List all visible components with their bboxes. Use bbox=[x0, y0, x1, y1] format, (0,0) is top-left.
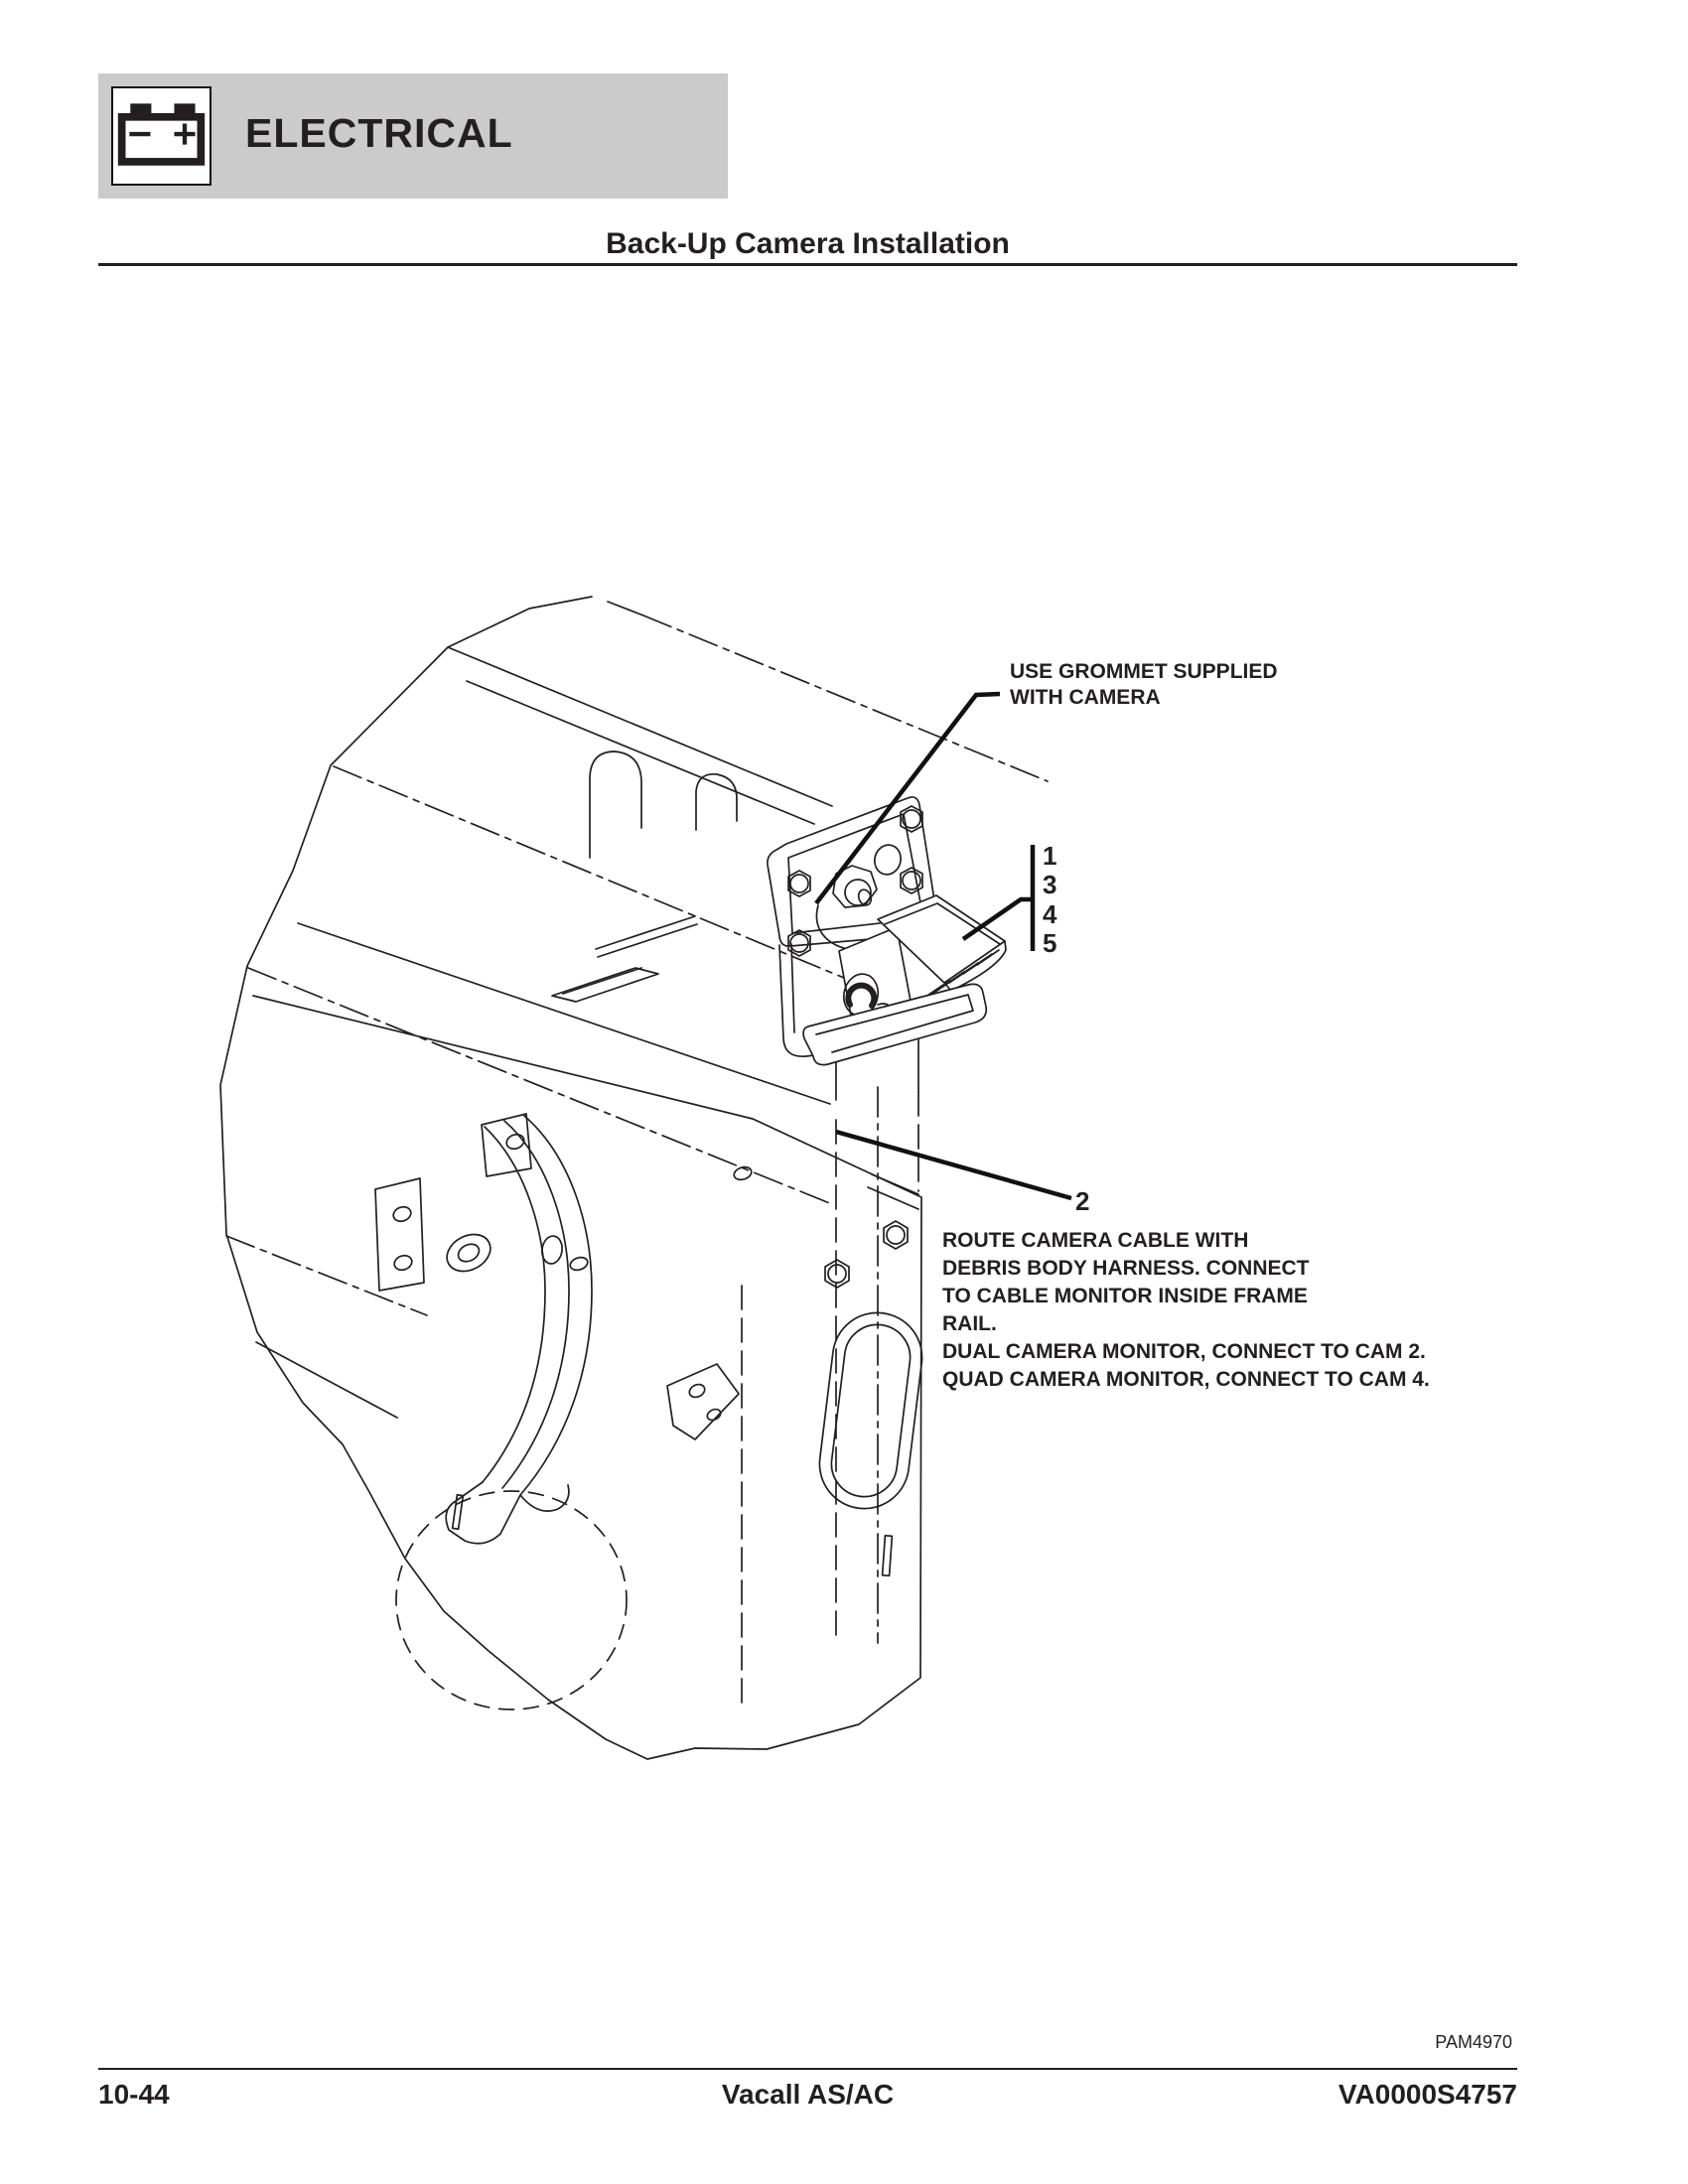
battery-icon bbox=[111, 86, 211, 186]
item-number-1: 1 bbox=[1043, 841, 1057, 871]
section-title: ELECTRICAL bbox=[245, 110, 513, 156]
route-note: ROUTE CAMERA CABLE WITH DEBRIS BODY HARN… bbox=[942, 1227, 1430, 1394]
grommet-note: USE GROMMET SUPPLIED WITH CAMERA bbox=[1010, 659, 1278, 711]
footer-model: Vacall AS/AC bbox=[721, 2079, 895, 2110]
title-rule bbox=[98, 263, 1517, 266]
route-note-line4: RAIL. bbox=[942, 1312, 997, 1335]
footer-doc-number: VA0000S4757 bbox=[1337, 2079, 1517, 2110]
page-title: Back-Up Camera Installation bbox=[606, 227, 1010, 260]
grommet-note-line2: WITH CAMERA bbox=[1010, 686, 1161, 709]
route-note-line2: DEBRIS BODY HARNESS. CONNECT bbox=[942, 1257, 1310, 1280]
route-note-line3: TO CABLE MONITOR INSIDE FRAME bbox=[942, 1285, 1308, 1307]
figure-code: PAM4970 bbox=[1435, 2032, 1512, 2052]
item-number-2: 2 bbox=[1075, 1186, 1090, 1216]
footer-rule bbox=[98, 2068, 1517, 2070]
route-note-line6: QUAD CAMERA MONITOR, CONNECT TO CAM 4. bbox=[942, 1368, 1430, 1391]
footer-page-number: 10-44 bbox=[98, 2079, 170, 2110]
item-number-5: 5 bbox=[1043, 928, 1057, 958]
grommet-note-line1: USE GROMMET SUPPLIED bbox=[1010, 660, 1278, 683]
item-number-4: 4 bbox=[1043, 899, 1057, 929]
item-number-3: 3 bbox=[1043, 870, 1057, 899]
route-note-line5: DUAL CAMERA MONITOR, CONNECT TO CAM 2. bbox=[942, 1340, 1426, 1363]
route-note-line1: ROUTE CAMERA CABLE WITH bbox=[942, 1229, 1249, 1252]
